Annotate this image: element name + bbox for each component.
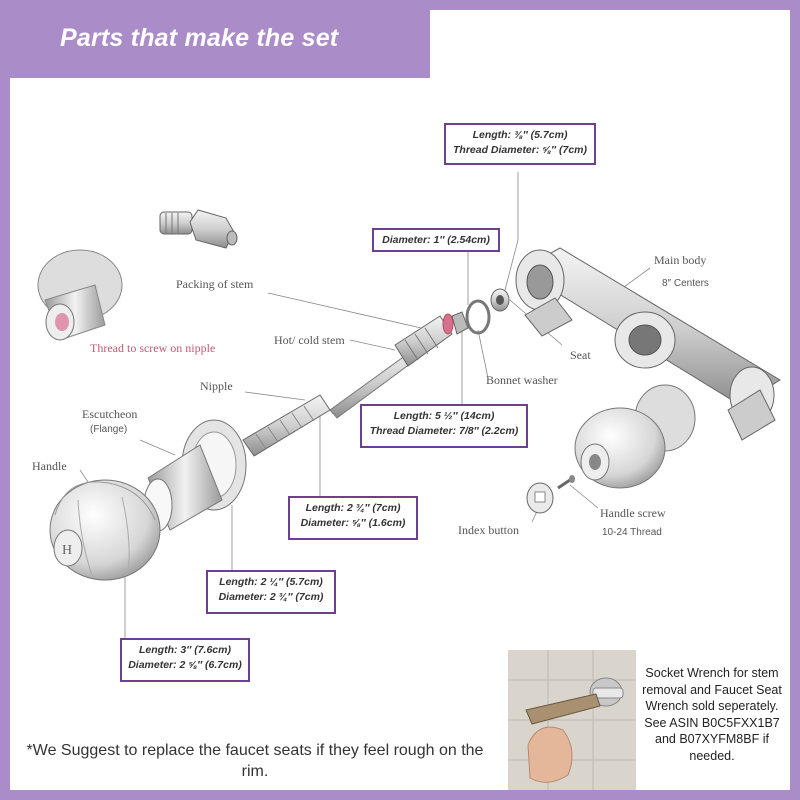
label-centers: 8″ Centers [662, 278, 709, 289]
stem-dimension-box: Length: 5 ½″ (14cm) Thread Diameter: 7/8… [360, 404, 528, 448]
label-seat: Seat [570, 348, 591, 362]
nipple-part [242, 394, 331, 457]
label-handle-screw: Handle screw [600, 506, 666, 520]
handle-screw-part [557, 475, 575, 490]
label-packing-of-stem: Packing of stem [176, 277, 254, 291]
label-main-body: Main body [654, 253, 706, 267]
label-handle: Handle [32, 459, 67, 473]
title-banner: Parts that make the set [0, 0, 430, 78]
hot-cold-stem-part [329, 311, 469, 419]
label-bonnet-washer: Bonnet washer [486, 373, 558, 387]
nipple-diameter: Diameter: ⅝″ (1.6cm) [300, 517, 406, 529]
nipple-dimension-box: Length: 2 ¾″ (7cm) Diameter: ⅝″ (1.6cm) [288, 496, 418, 540]
flange-part [37, 249, 123, 341]
bonnet-washer-part [465, 299, 491, 335]
nipple-length: Length: 2 ¾″ (7cm) [305, 502, 401, 514]
handle-length: Length: 3″ (7.6cm) [139, 644, 231, 656]
page-title: Parts that make the set [60, 24, 339, 52]
escutcheon-dimension-box: Length: 2 ¼″ (5.7cm) Diameter: 2 ¾″ (7cm… [206, 570, 336, 614]
seat-thread-diameter: Thread Diameter: ⅝″ (7cm) [453, 144, 587, 156]
right-handle-part [574, 384, 696, 489]
handle-dimension-box: Length: 3″ (7.6cm) Diameter: 2 ⅝″ (6.7cm… [120, 638, 250, 682]
label-escutcheon: Escutcheon [82, 407, 137, 421]
stem-length: Length: 5 ½″ (14cm) [393, 410, 495, 422]
main-body-part [515, 247, 781, 441]
seat-replacement-note: *We Suggest to replace the faucet seats … [26, 742, 484, 780]
label-thread-spec: 10-24 Thread [602, 527, 662, 538]
seat-length: Length: ⅜″ (5.7cm) [472, 129, 568, 141]
seat-dimension-box: Length: ⅜″ (5.7cm) Thread Diameter: ⅝″ (… [444, 123, 596, 165]
label-index-button: Index button [458, 523, 519, 537]
washer-dimension-box: Diameter: 1″ (2.54cm) [372, 228, 500, 252]
handle-diameter: Diameter: 2 ⅝″ (6.7cm) [128, 659, 242, 671]
packing-of-stem-part [159, 209, 238, 249]
handle-part [49, 479, 161, 581]
label-hot-cold-stem: Hot/ cold stem [274, 333, 345, 347]
label-nipple: Nipple [200, 379, 233, 393]
escutcheon-part [143, 419, 247, 532]
label-flange: (Flange) [90, 424, 127, 435]
escutcheon-length: Length: 2 ¼″ (5.7cm) [219, 576, 323, 588]
stem-thread-diameter: Thread Diameter: 7/8″ (2.2cm) [369, 425, 519, 437]
wrench-info-box: Socket Wrench for stem removal and Fauce… [508, 650, 790, 790]
seat-part [490, 288, 510, 312]
escutcheon-diameter: Diameter: 2 ¾″ (7cm) [218, 591, 324, 603]
wrench-photo [508, 650, 636, 790]
wrench-note: Socket Wrench for stem removal and Fauce… [642, 666, 782, 763]
washer-diameter: Diameter: 1″ (2.54cm) [382, 234, 490, 246]
index-button-part [526, 482, 554, 514]
handle-letter-h: H [62, 543, 72, 558]
label-thread-to-screw: Thread to screw on nipple [90, 341, 215, 355]
